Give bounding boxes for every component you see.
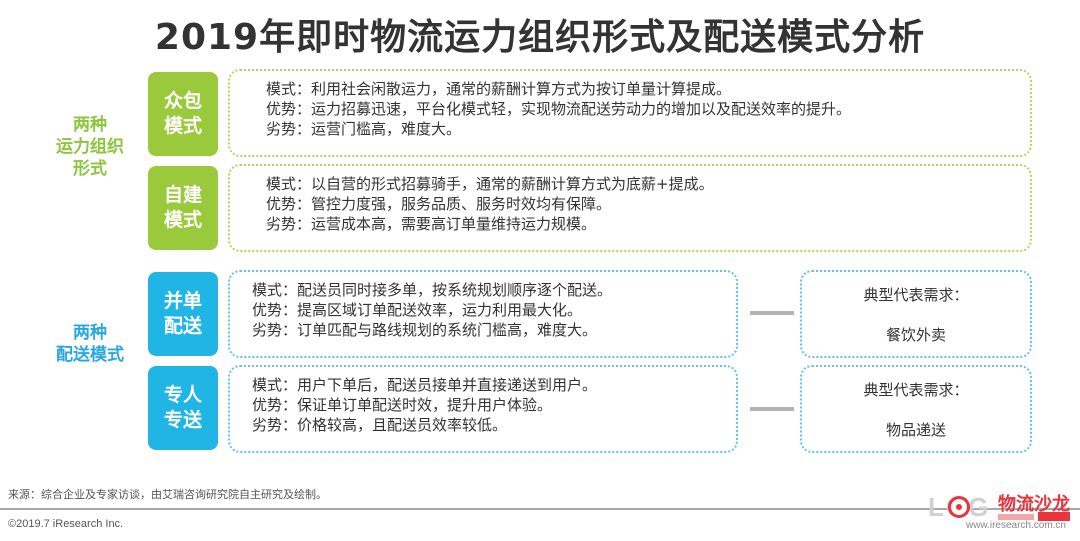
badge-text: 模式 — [163, 209, 202, 231]
advantage-line: 优势：提高区域订单配送效率，运力利用最大化。 — [252, 301, 583, 319]
mode-box-dedicated: 模式：用户下单后，配送员接单并直接递送到用户。 优势：保证单订单配送时效，提升用… — [228, 365, 738, 453]
badge-text: 并单 — [163, 290, 202, 312]
group-label-line: 配送模式 — [56, 345, 124, 365]
mode-line: 模式：用户下单后，配送员接单并直接递送到用户。 — [252, 376, 598, 394]
disadvantage-line: 劣势：运营门槛高，难度大。 — [266, 120, 462, 138]
demand-label: 典型代表需求： — [863, 286, 969, 304]
disadvantage-line: 劣势：订单匹配与路线规划的系统门槛高，难度大。 — [252, 321, 598, 339]
badge-text: 专人 — [163, 384, 202, 406]
demand-label: 典型代表需求： — [863, 381, 969, 399]
watermark-logo: LOG 物流沙龙 — [928, 490, 1072, 524]
mode-badge-self-built: 自建 模式 — [148, 166, 218, 250]
group-label-capacity: 两种 运力组织 形式 — [40, 114, 140, 180]
group-label-line: 运力组织 — [56, 137, 124, 157]
demand-value: 物品递送 — [885, 421, 946, 439]
mode-badge-dedicated: 专人 专送 — [148, 366, 218, 450]
footer-divider — [0, 508, 1080, 510]
page-title: 2019年即时物流运力组织形式及配送模式分析 — [154, 17, 926, 58]
badge-text: 模式 — [163, 115, 202, 137]
badge-text: 专送 — [163, 409, 202, 431]
mode-box-merged-order: 模式：配送员同时接多单，按系统规划顺序逐个配送。 优势：提高区域订单配送效率，运… — [228, 270, 738, 358]
target-icon — [948, 496, 970, 518]
disadvantage-line: 劣势：价格较高，且配送员效率较低。 — [252, 416, 508, 434]
group-label-delivery: 两种 配送模式 — [40, 322, 140, 366]
connector-line — [750, 407, 794, 411]
copyright: ©2019.7 iResearch Inc. — [8, 518, 124, 530]
disadvantage-line: 劣势：运营成本高，需要高订单量维持运力规模。 — [266, 215, 597, 233]
logo-underline — [998, 512, 1070, 521]
badge-text: 自建 — [163, 184, 202, 206]
group-label-line: 两种 — [73, 115, 107, 135]
connector-line — [750, 311, 794, 315]
demand-box-merged-order: 典型代表需求： 餐饮外卖 — [800, 270, 1032, 358]
logo-name: 物流沙龙 — [998, 494, 1070, 515]
source-note: 来源：综合企业及专家访谈，由艾瑞咨询研究院自主研究及绘制。 — [8, 488, 327, 501]
mode-line: 模式：以自营的形式招募骑手，通常的薪酬计算方式为底薪+提成。 — [266, 175, 714, 193]
advantage-line: 优势：运力招募迅速，平台化模式轻，实现物流配送劳动力的增加以及配送效率的提升。 — [266, 100, 852, 118]
group-label-line: 形式 — [73, 159, 107, 179]
advantage-line: 优势：管控力度强，服务品质、服务时效均有保障。 — [266, 195, 612, 213]
mode-box-self-built: 模式：以自营的形式招募骑手，通常的薪酬计算方式为底薪+提成。 优势：管控力度强，… — [228, 164, 1032, 252]
mode-line: 模式：配送员同时接多单，按系统规划顺序逐个配送。 — [252, 281, 613, 299]
badge-text: 众包 — [163, 90, 202, 112]
logo-bar — [1038, 512, 1070, 521]
badge-text: 配送 — [163, 315, 202, 337]
website-url: www.iresearch.com.cn — [965, 520, 1066, 531]
mode-badge-crowdsource: 众包 模式 — [148, 72, 218, 156]
logo-bar — [998, 514, 1034, 520]
mode-badge-merged-order: 并单 配送 — [148, 272, 218, 356]
demand-box-dedicated: 典型代表需求： 物品递送 — [800, 365, 1032, 453]
mode-box-crowdsource: 模式：利用社会闲散运力，通常的薪酬计算方式为按订单量计算提成。 优势：运力招募迅… — [228, 69, 1032, 157]
mode-line: 模式：利用社会闲散运力，通常的薪酬计算方式为按订单量计算提成。 — [266, 80, 732, 98]
group-label-line: 两种 — [73, 323, 107, 343]
advantage-line: 优势：保证单订单配送时效，提升用户体验。 — [252, 396, 553, 414]
demand-value: 餐饮外卖 — [885, 326, 946, 344]
